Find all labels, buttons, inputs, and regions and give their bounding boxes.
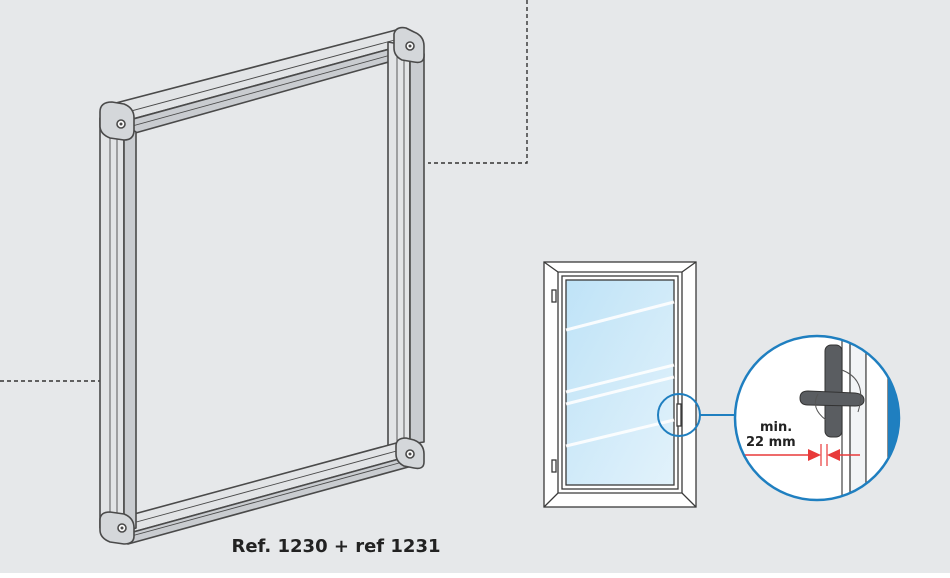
handle-base — [824, 344, 843, 438]
handle-lever — [799, 390, 865, 407]
frame-left-stile — [99, 117, 125, 533]
min-label: min. — [760, 420, 792, 435]
window-handle — [676, 403, 682, 427]
corner-cap-top-left — [99, 101, 135, 141]
measure-arrow-right — [827, 449, 840, 461]
magnified-circle-outline — [733, 334, 901, 502]
magnified-detail: min. 22 mm — [733, 334, 901, 502]
corner-cap-top-right — [393, 26, 425, 64]
aluminium-frame — [99, 26, 425, 545]
leader-line-top — [428, 0, 528, 164]
distance-label: 22 mm — [746, 435, 796, 450]
measure-arrow-left — [808, 449, 821, 461]
window-illustration — [543, 261, 697, 508]
corner-cap-bottom-left — [99, 511, 135, 545]
window-glass — [565, 279, 675, 486]
window-hinge-bottom — [551, 459, 557, 473]
frame-right-stile — [387, 41, 411, 449]
corner-cap-bottom-right — [395, 437, 425, 470]
window-hinge-top — [551, 289, 557, 303]
reference-label: Ref. 1230 + ref 1231 — [231, 536, 440, 557]
